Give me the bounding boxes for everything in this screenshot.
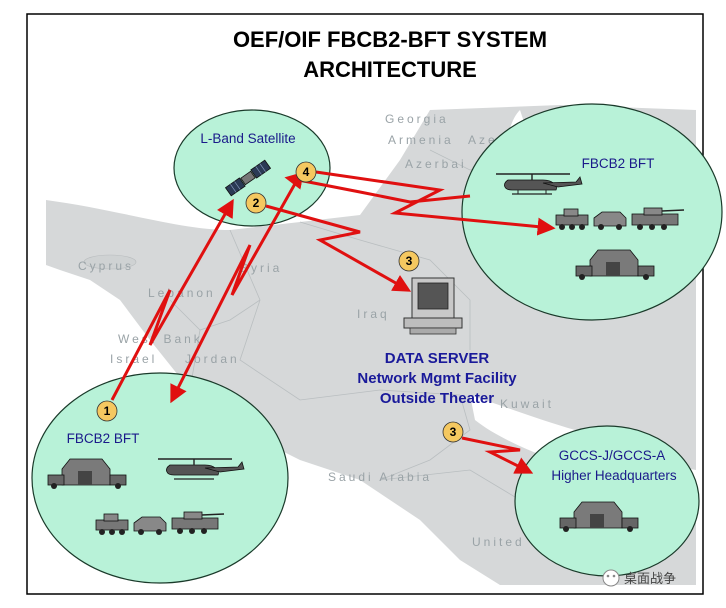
satellite-label: L-Band Satellite: [200, 131, 295, 146]
map-label-westbank: West Bank: [118, 332, 203, 346]
tank-icon: [631, 207, 685, 230]
map-label-iraq: Iraq: [357, 307, 390, 321]
badge-4: 4: [295, 161, 317, 183]
title-line-2: ARCHITECTURE: [303, 57, 477, 82]
map-label-saudi: Saudi Arabia: [328, 470, 432, 484]
badge-1-label: 1: [104, 404, 111, 418]
satellite-icon: [224, 159, 272, 197]
humvee-icon: [133, 516, 167, 535]
computer-icon: [403, 277, 463, 335]
badge-4-label: 4: [303, 165, 310, 179]
title-line-1: OEF/OIF FBCB2-BFT SYSTEM: [233, 27, 547, 52]
watermark: 桌面战争: [602, 569, 676, 587]
command-post-icon: [559, 501, 639, 532]
hq-label-line-2: Higher Headquarters: [551, 468, 677, 483]
tank-icon: [555, 208, 589, 230]
badge-3-hq-label: 3: [450, 425, 457, 439]
fbcb2-west-label: FBCB2 BFT: [67, 431, 140, 446]
tank-icon: [171, 511, 225, 534]
fbcb2-west-node: [31, 372, 289, 584]
map-label-azerbai: Azerbai: [405, 157, 467, 171]
map-label-jordan: Jordan: [185, 352, 240, 366]
link-east-to-satellite: [284, 171, 471, 204]
badge-3-server-label: 3: [406, 254, 413, 268]
server-label-line-1: DATA SERVER: [385, 350, 490, 367]
hq-label-line-1: GCCS-J/GCCS-A: [559, 448, 666, 463]
map-label-cyprus: Cyprus: [78, 259, 134, 273]
badge-3-hq: 3: [442, 421, 464, 443]
command-post-icon: [575, 249, 655, 280]
link-west-to-satellite: [110, 198, 234, 401]
map-label-uae: United: [472, 535, 525, 549]
humvee-icon: [593, 211, 627, 230]
badge-1: 1: [96, 400, 118, 422]
map-label-armenia: Armenia: [388, 133, 454, 147]
satellite-node: [173, 109, 331, 227]
map-label-kuwait: Kuwait: [500, 397, 554, 411]
cyprus-island: [83, 254, 137, 270]
badge-3-server: 3: [398, 250, 420, 272]
watermark-text: 桌面战争: [624, 572, 676, 587]
link-satellite-to-server: [265, 204, 412, 292]
map-label-georgia: Georgia: [385, 112, 449, 126]
command-post-icon: [47, 458, 127, 489]
fbcb2-east-label: FBCB2 BFT: [582, 156, 655, 171]
server-label-line-2: Network Mgmt Facility: [357, 370, 517, 387]
server-label-line-3: Outside Theater: [380, 390, 494, 407]
link-satellite-to-west: [170, 181, 298, 404]
helicopter-icon: [496, 173, 583, 195]
badge-2-label: 2: [253, 196, 260, 210]
badge-2: 2: [245, 192, 267, 214]
fbcb2-east-node: [461, 103, 723, 321]
helicopter-icon: [158, 458, 245, 480]
tank-icon: [95, 513, 129, 535]
link-server-to-hq: [461, 436, 534, 474]
